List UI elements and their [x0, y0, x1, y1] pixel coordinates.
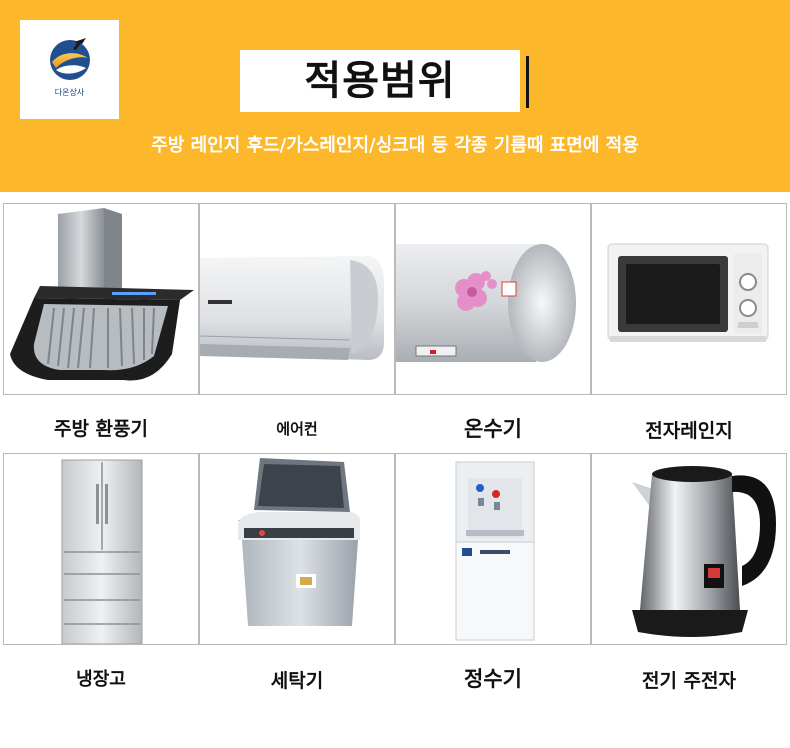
product-card-range-hood	[3, 203, 199, 395]
product-label-water-dispenser: 정수기	[464, 667, 522, 691]
header-banner: 다온상사 적용범위 주방 레인지 후드/가스레인지/싱크대 등 각종 기름때 표…	[0, 0, 790, 192]
product-label-range-hood: 주방 환풍기	[53, 418, 148, 440]
microwave-icon	[607, 243, 769, 342]
product-label-electric-kettle: 전기 주전자	[641, 670, 736, 692]
electric-kettle-icon	[632, 466, 776, 637]
title-cursor-bar	[526, 56, 529, 108]
product-card-microwave	[591, 203, 787, 395]
product-card-washing-machine	[199, 453, 395, 645]
brand-logo-text: 다온상사	[54, 88, 85, 97]
brand-logo-icon	[50, 38, 90, 80]
product-card-water-heater	[395, 203, 591, 395]
page-title: 적용범위	[240, 50, 540, 112]
range-hood-icon	[10, 208, 194, 381]
product-label-air-conditioner: 에어컨	[276, 420, 318, 438]
product-card-electric-kettle	[591, 453, 787, 645]
page-subtitle: 주방 레인지 후드/가스레인지/싱크대 등 각종 기름때 표면에 적용	[151, 135, 639, 156]
brand-logo: 다온상사	[20, 20, 119, 119]
product-card-air-conditioner	[199, 203, 395, 395]
water-heater-icon	[396, 244, 576, 362]
air-conditioner-icon	[200, 256, 384, 360]
page-title-text: 적용범위	[304, 58, 456, 104]
product-label-water-heater: 온수기	[464, 417, 522, 441]
water-dispenser-icon	[455, 461, 535, 641]
refrigerator-icon	[61, 459, 143, 644]
product-label-washing-machine: 세탁기	[270, 670, 324, 692]
washing-machine-icon	[238, 458, 361, 626]
product-label-refrigerator: 냉장고	[76, 669, 126, 690]
product-label-microwave: 전자레인지	[645, 420, 733, 442]
product-card-refrigerator	[3, 453, 199, 645]
product-card-water-dispenser	[395, 453, 591, 645]
